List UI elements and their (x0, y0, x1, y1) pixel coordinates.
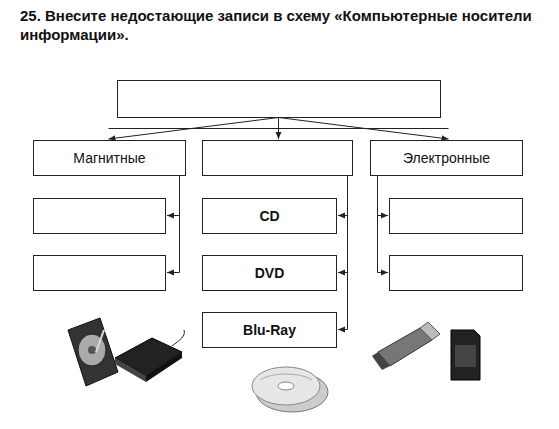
empty-box (390, 256, 523, 291)
box-label: DVD (249, 265, 291, 281)
empty-box (390, 199, 523, 234)
connector-line (338, 215, 348, 216)
empty-box (34, 199, 166, 234)
connector-line (109, 118, 279, 140)
external-drive-picture (115, 330, 184, 382)
category-box: Blu-Ray (202, 312, 337, 348)
box-label: Blu-Ray (237, 322, 302, 338)
connector-line (378, 272, 389, 273)
connector-line (338, 329, 348, 330)
connector-line (279, 118, 449, 140)
empty-box (203, 141, 353, 176)
connector-line (167, 215, 180, 216)
connector-line (167, 272, 180, 273)
box-label: CD (253, 208, 285, 224)
category-box: Магнитные (33, 140, 186, 176)
category-box: DVD (202, 255, 337, 291)
box-label: Электронные (397, 150, 496, 166)
task-heading: 25. Внесите недостающие записи в схему «… (20, 6, 540, 44)
category-box: CD (202, 198, 337, 234)
usb-stick-picture (372, 322, 440, 370)
empty-box (118, 81, 441, 118)
empty-box (34, 256, 166, 291)
category-box: Электронные (370, 140, 523, 176)
connector-line (377, 176, 378, 273)
connector-line (338, 272, 348, 273)
connector-line (179, 176, 180, 273)
hard-disk-picture (68, 318, 118, 386)
box-label: Магнитные (67, 150, 151, 166)
connector-line (109, 118, 449, 129)
connector-line (278, 129, 279, 140)
sd-card-picture (451, 330, 480, 380)
connector-line (347, 176, 348, 330)
connector-line (378, 215, 389, 216)
disc-picture (252, 367, 328, 412)
